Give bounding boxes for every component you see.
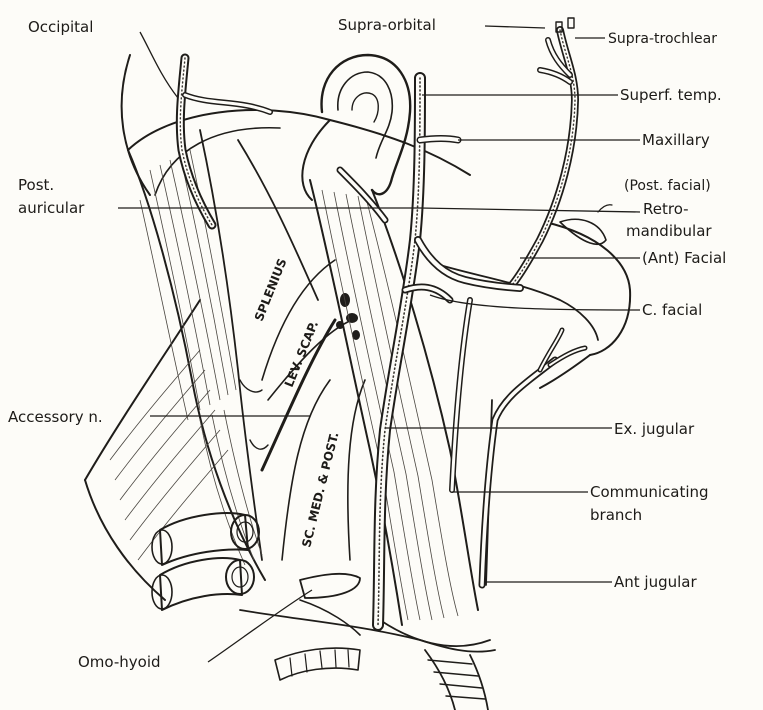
muscle-label-sc-med-post: SC. MED. & POST. [299,431,341,549]
label-retro-line2: mandibular [626,222,712,240]
anterior-facial-vein [512,18,575,285]
communicating-branch-vein [452,300,470,490]
trachea [425,650,488,710]
label-maxillary: Maxillary [642,131,710,149]
leader-c-facial [430,295,640,310]
label-ant-facial: (Ant) Facial [642,249,726,267]
common-facial-vein [405,240,520,300]
sternocleidomastoid-muscle [310,180,490,646]
label-supra-trochlear: Supra-trochlear [608,31,717,47]
leader-supra-orbital [485,26,545,28]
label-communicating-line2: branch [590,506,642,524]
label-occipital: Occipital [28,18,93,36]
leader-occipital [140,32,178,98]
anterior-jugular-vein [482,330,585,585]
label-ex-jugular: Ex. jugular [614,420,695,438]
label-accessory-n: Accessory n. [8,408,103,426]
label-supra-orbital: Supra-orbital [338,16,436,34]
label-c-facial: C. facial [642,301,702,319]
label-post-auricular-line2: auricular [18,199,85,217]
label-post-auricular-line1: Post. [18,176,54,194]
clavicle-region [240,574,495,710]
trapezius-muscle [85,130,265,600]
leader-omo-hyoid [208,590,312,662]
label-ant-jugular: Ant jugular [614,573,697,591]
label-communicating-line1: Communicating [590,483,709,501]
maxillary-vein [420,139,458,141]
muscle-label-splenius: SPLENIUS [252,257,290,324]
label-post-facial: (Post. facial) [624,178,711,194]
label-omo-hyoid: Omo-hyoid [78,653,161,671]
rib-segments [275,648,360,680]
ear [322,55,411,194]
clavicle-cut-ends [152,513,259,610]
label-retro-line1: Retro- [643,200,689,218]
label-superf-temp: Superf. temp. [620,86,722,104]
occipital-vein [180,58,270,225]
